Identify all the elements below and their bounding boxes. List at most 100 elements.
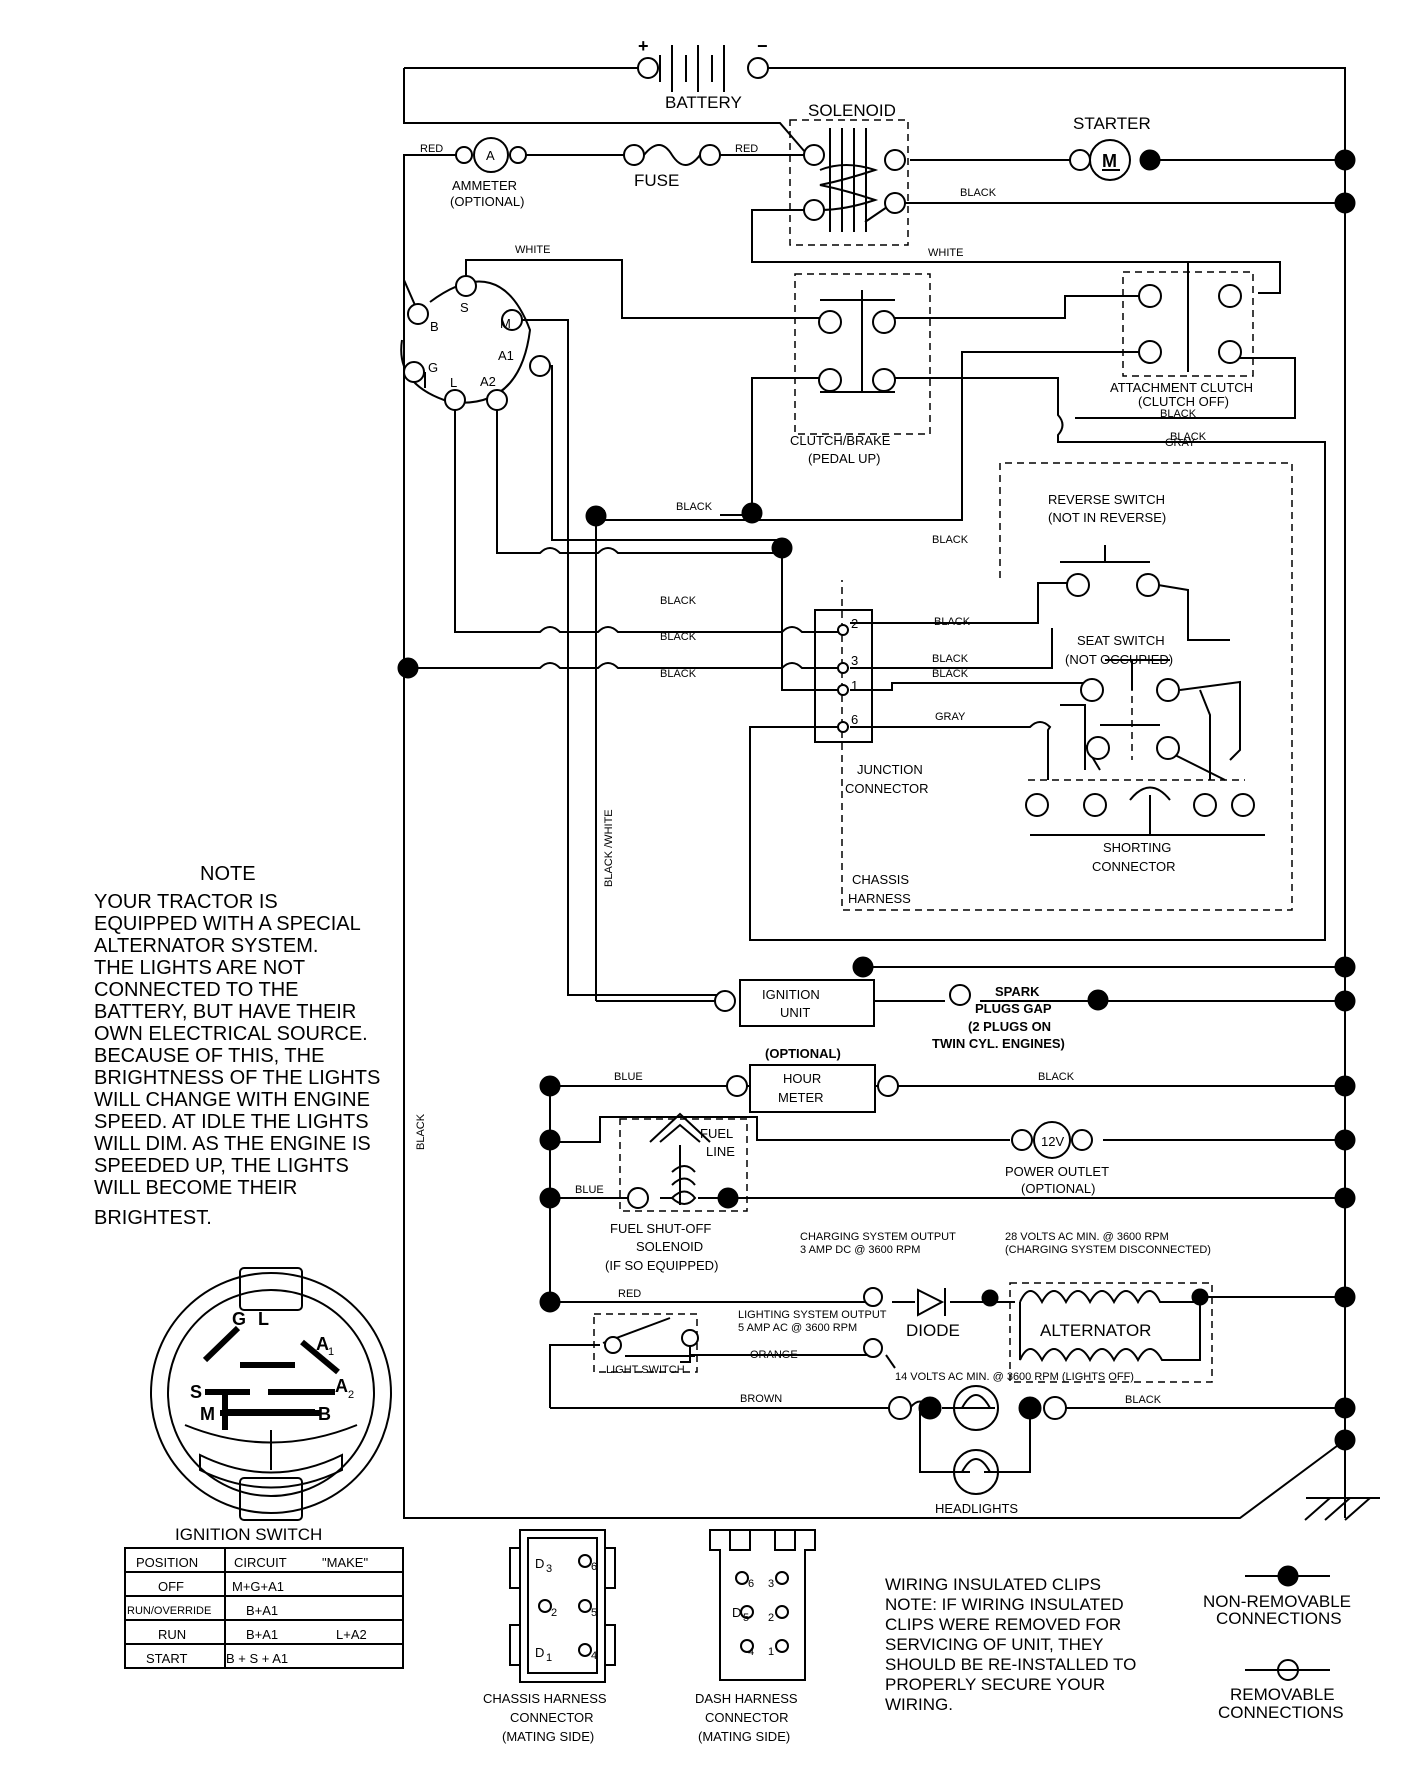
ammeter-label: AMMETER: [452, 178, 517, 193]
not-occupied-label: (NOT OCCUPIED): [1065, 652, 1173, 667]
legend-non-removable-2: CONNECTIONS: [1216, 1609, 1342, 1628]
knob-b-letter: B: [318, 1404, 331, 1424]
note-line-9: BRIGHTNESS OF THE LIGHTS: [94, 1067, 380, 1089]
lighting-output-label-1: LIGHTING SYSTEM OUTPUT: [738, 1309, 887, 1321]
headlights-symbol: [953, 1385, 999, 1495]
wire-red-2: RED: [735, 143, 758, 155]
starter-symbol: M: [1089, 139, 1131, 181]
dash-pin-d5: D: [732, 1605, 741, 1620]
ign-s-letter: S: [460, 300, 469, 315]
knob-m-letter: M: [200, 1404, 215, 1424]
volts14-label: 14 VOLTS AC MIN. @ 3600 RPM (LIGHTS OFF): [895, 1371, 1134, 1383]
wiring-note: WIRING INSULATED CLIPS NOTE: IF WIRING I…: [885, 1575, 1136, 1714]
legend-removable-1: REMOVABLE: [1230, 1685, 1335, 1704]
wiring-note-line-7: WIRING.: [885, 1695, 953, 1714]
unit-label: UNIT: [780, 1005, 810, 1020]
knob-a2-sub: 2: [348, 1389, 354, 1401]
fuel-solenoid-symbol: [649, 1112, 718, 1205]
shorting-connector-label: CONNECTOR: [1092, 859, 1176, 874]
junction-label: JUNCTION: [857, 762, 923, 777]
wire-blue-1: BLUE: [614, 1071, 643, 1083]
note-line-2: EQUIPPED WITH A SPECIAL: [94, 913, 361, 935]
legend: NON-REMOVABLE CONNECTIONS REMOVABLE CONN…: [1203, 1592, 1351, 1722]
line-label: LINE: [706, 1144, 735, 1159]
note-line-15: BRIGHTEST.: [94, 1207, 212, 1229]
ign-a1-letter: A1: [498, 348, 514, 363]
clutch-off-label: (CLUTCH OFF): [1138, 394, 1229, 409]
note-line-1: YOUR TRACTOR IS: [94, 891, 278, 913]
charging-output-label-1: CHARGING SYSTEM OUTPUT: [800, 1231, 956, 1243]
solenoid-symbol: [819, 128, 891, 232]
fuel-label: FUEL: [700, 1126, 733, 1141]
spark-label-1: SPARK: [995, 984, 1040, 999]
chassis-pin-d1: D: [535, 1645, 544, 1660]
wiring-note-line-6: PROPERLY SECURE YOUR: [885, 1675, 1105, 1694]
volts28-label-1: 28 VOLTS AC MIN. @ 3600 RPM: [1005, 1231, 1169, 1243]
wire-color-labels: RED RED BLACK WHITE WHITE BLACK GRAY BLA…: [415, 143, 1207, 1406]
chassis-pin-2: 2: [551, 1607, 557, 1619]
knob-g-letter: G: [232, 1309, 246, 1329]
chassis-connector-label-1: CHASSIS HARNESS: [483, 1691, 607, 1706]
wire-red-3: RED: [618, 1288, 641, 1300]
dash-pin-3: 3: [768, 1578, 774, 1590]
dash-connector-label-1: DASH HARNESS: [695, 1691, 798, 1706]
fuel-shutoff-label: FUEL SHUT-OFF: [610, 1221, 711, 1236]
table-row-position: RUN/OVERRIDE: [127, 1605, 211, 1617]
junction-pin-6: 6: [851, 712, 858, 727]
chassis-pin-4: 4: [591, 1650, 597, 1662]
hour-label: HOUR: [783, 1071, 821, 1086]
wire-black-side: BLACK: [415, 1113, 427, 1150]
wire-blue-2: BLUE: [575, 1184, 604, 1196]
outlet-symbol: [1033, 1121, 1071, 1159]
ignition-label: IGNITION: [762, 987, 820, 1002]
ammeter-a-label: A: [486, 148, 495, 163]
wire-red-1: RED: [420, 143, 443, 155]
note-line-6: BATTERY, BUT HAVE THEIR: [94, 1001, 356, 1023]
power-outlet-label: POWER OUTLET: [1005, 1164, 1109, 1179]
note-block: NOTE YOUR TRACTOR IS EQUIPPED WITH A SPE…: [94, 863, 380, 1229]
battery-minus: −: [757, 36, 768, 56]
junction-pin-3: 3: [851, 653, 858, 668]
table-row-position: RUN: [158, 1627, 186, 1642]
table-row-circuit: B + S + A1: [226, 1651, 288, 1666]
wire-black-white: BLACK /WHITE: [603, 809, 615, 887]
ignition-knob: G L A 1 S A 2 M B: [150, 1267, 392, 1521]
wire-black-8: BLACK: [934, 616, 971, 628]
wire-gray-2: GRAY: [935, 711, 966, 723]
open-connectors: [403, 57, 1299, 1681]
chassis-pin-5: 5: [591, 1607, 597, 1619]
wire-black-12: BLACK: [1038, 1071, 1075, 1083]
power-outlet-optional: (OPTIONAL): [1021, 1181, 1095, 1196]
note-line-7: OWN ELECTRICAL SOURCE.: [94, 1023, 368, 1045]
knob-a2-letter: A: [335, 1376, 348, 1396]
table-header-circuit: CIRCUIT: [234, 1555, 287, 1570]
battery-label: BATTERY: [665, 93, 742, 112]
table-row-circuit: B+A1: [246, 1603, 278, 1618]
attachment-clutch-label: ATTACHMENT CLUTCH: [1110, 380, 1253, 395]
knob-l-letter: L: [258, 1309, 269, 1329]
seat-switch-label: SEAT SWITCH: [1077, 633, 1165, 648]
table-row-circuit: B+A1: [246, 1627, 278, 1642]
ign-b-letter: B: [430, 319, 439, 334]
wire-black-13: BLACK: [1125, 1394, 1162, 1406]
wiring-note-line-1: WIRING INSULATED CLIPS: [885, 1575, 1101, 1594]
wire-black-5: BLACK: [660, 595, 697, 607]
wire-black-4: BLACK: [932, 534, 969, 546]
chassis-connector-label-3: (MATING SIDE): [502, 1729, 594, 1744]
meter-label: METER: [778, 1090, 824, 1105]
ign-g-letter: G: [428, 360, 438, 375]
wire-black-7: BLACK: [660, 668, 697, 680]
reverse-switch-label: REVERSE SWITCH: [1048, 492, 1165, 507]
junction-pin-2: 2: [851, 616, 858, 631]
wire-black-1: BLACK: [960, 187, 997, 199]
wiring-note-line-5: SHOULD BE RE-INSTALLED TO: [885, 1655, 1136, 1674]
table-header-make: "MAKE": [322, 1555, 368, 1570]
ign-l-letter: L: [450, 375, 457, 390]
diode-label: DIODE: [906, 1321, 960, 1340]
note-line-8: BECAUSE OF THIS, THE: [94, 1045, 324, 1067]
spark-label-2: PLUGS GAP: [975, 1001, 1052, 1016]
table-row-circuit: M+G+A1: [232, 1579, 284, 1594]
headlights-label: HEADLIGHTS: [935, 1501, 1018, 1516]
table-header-position: POSITION: [136, 1555, 198, 1570]
